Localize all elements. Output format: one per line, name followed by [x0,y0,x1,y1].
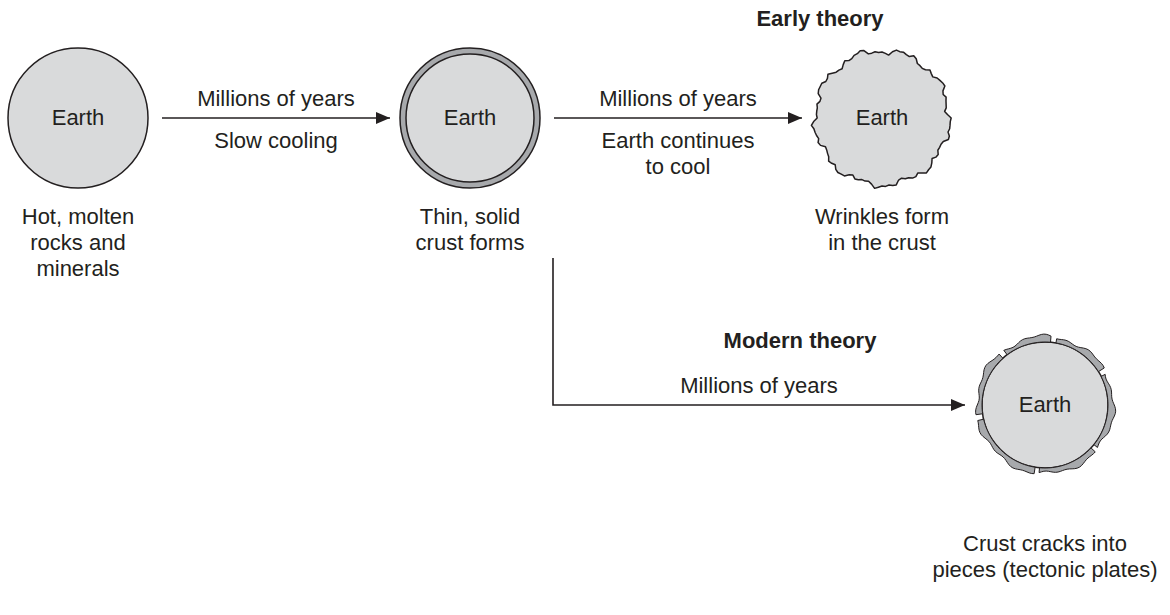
arrow-head [376,112,390,124]
process-note: Slow cooling [214,128,338,154]
earth-label: Earth [6,46,150,190]
theory-heading: Early theory [756,6,883,32]
earth-shape: Earth [398,46,542,190]
earth-label: Earth [810,46,954,190]
earth-shape: Earth [6,46,150,190]
earth-node: EarthWrinkles form in the crust [807,46,957,256]
tectonic-plate [1004,334,1051,355]
earth-label: Earth [398,46,542,190]
theory-heading: Modern theory [724,328,877,354]
earth-shape: Earth [810,46,954,190]
arrow-head [951,399,965,411]
tectonic-plate [1094,374,1116,447]
tectonic-plate [976,354,1003,415]
time-arrow [554,117,802,119]
earth-node: EarthCrust cracks into pieces (tectonic … [930,333,1160,583]
stage-caption: Hot, molten rocks and minerals [13,204,143,282]
tectonic-plate [1056,339,1104,372]
edge-label: Millions of years [599,86,757,112]
stage-caption: Wrinkles form in the crust [808,204,956,256]
earth-node: EarthHot, molten rocks and minerals [6,46,150,282]
edge-label: Millions of years [197,86,355,112]
arrow-head [788,112,802,124]
time-arrow [162,117,390,119]
earth-node: EarthThin, solid crust forms [385,46,555,256]
edge-label: Millions of years [680,373,838,399]
tectonic-plate [1039,448,1095,473]
earth-shape: Earth [973,333,1117,477]
time-arrow [553,258,965,405]
earth-label: Earth [973,333,1117,477]
tectonic-plate [978,419,1035,474]
stage-caption: Thin, solid crust forms [400,204,540,256]
stage-caption: Crust cracks into pieces (tectonic plate… [930,531,1160,583]
process-note: Earth continues to cool [593,128,763,180]
